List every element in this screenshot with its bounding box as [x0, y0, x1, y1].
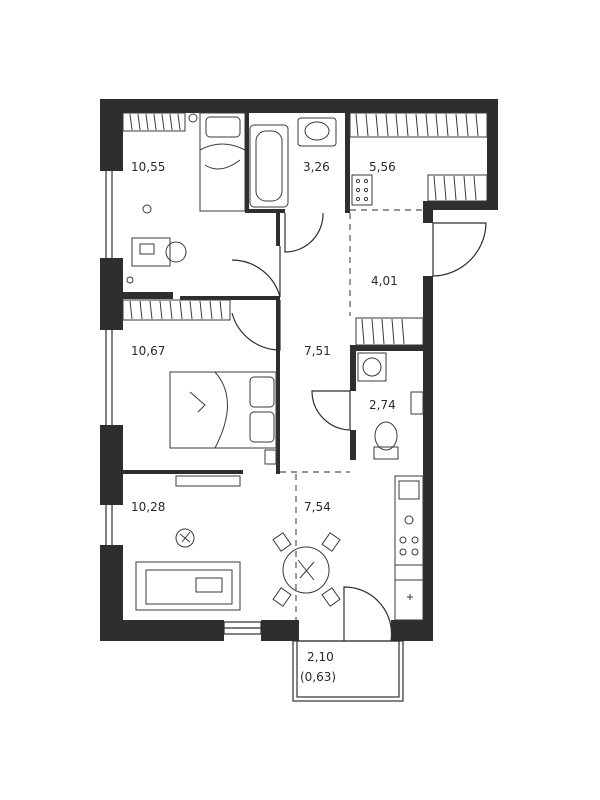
desk	[126, 204, 187, 284]
bedroom1-closet	[122, 112, 198, 132]
dining-table	[272, 532, 341, 607]
toilet-fixture	[373, 391, 424, 460]
plant	[175, 528, 195, 548]
outer-walls	[100, 99, 498, 641]
bathtub	[249, 124, 289, 208]
balcony-door-window	[223, 621, 262, 635]
kitchen-area: 7,54	[304, 500, 331, 514]
inner-walls	[123, 113, 425, 474]
wardrobe-area: 5,56	[369, 160, 396, 174]
sofa	[135, 561, 241, 611]
bed-2	[169, 371, 277, 465]
left-windows	[105, 171, 113, 545]
balcony	[292, 640, 404, 702]
zone-boundaries	[280, 209, 423, 620]
entry-area: 4,01	[371, 274, 398, 288]
bathroom-area: 3,26	[303, 160, 330, 174]
balcony-area: 2,10	[307, 650, 334, 664]
washing-machine	[357, 352, 387, 382]
toilet-area: 2,74	[369, 398, 396, 412]
hallway-area: 7,51	[304, 344, 331, 358]
bed-1	[199, 112, 246, 212]
living-room-area: 10,28	[131, 500, 165, 514]
bedroom-1-area: 10,55	[131, 160, 165, 174]
bedroom2-closet	[122, 299, 231, 321]
bedroom-2-area: 10,67	[131, 344, 165, 358]
tv-console	[175, 475, 241, 487]
kitchen-counter	[394, 475, 424, 621]
balcony-reduced-area: (0,63)	[300, 670, 336, 684]
wardrobe-shelves	[349, 112, 488, 206]
doors	[231, 212, 487, 642]
entry-closet	[355, 317, 424, 346]
sink	[297, 117, 337, 147]
